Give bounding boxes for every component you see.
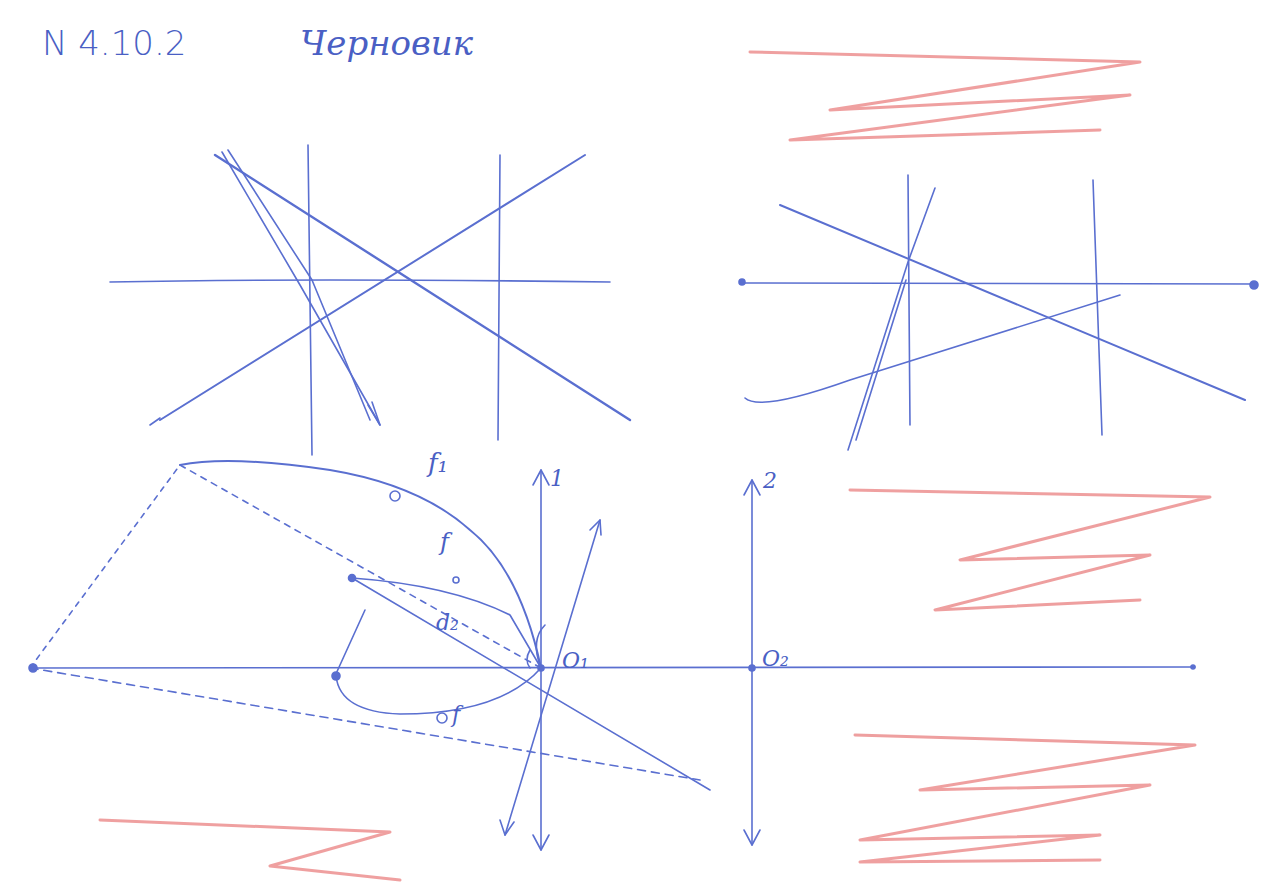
- lens-number: 2: [763, 470, 777, 492]
- distance-label: d₂: [436, 612, 459, 634]
- focus-label: f: [440, 530, 449, 554]
- focus-label: f: [452, 704, 460, 726]
- lens-number: 1: [550, 468, 564, 490]
- lens-center: O₁: [562, 650, 589, 672]
- draft-note: Черновик: [300, 26, 473, 60]
- problem-number: N 4.10.2: [42, 26, 186, 60]
- lens-center: O₂: [762, 648, 789, 670]
- focus-label: f₁: [428, 450, 448, 476]
